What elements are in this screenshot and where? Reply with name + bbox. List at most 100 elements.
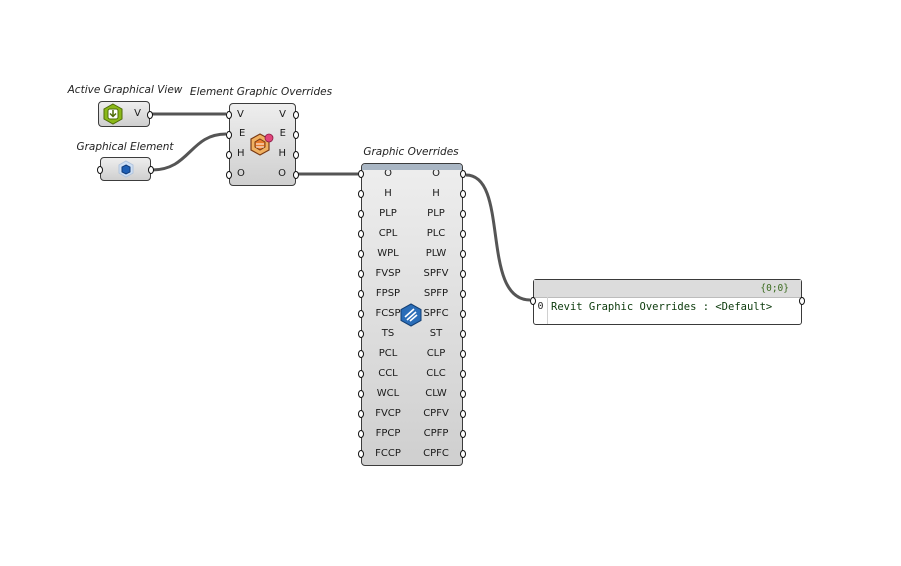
graphic-overrides-input-pin[interactable] bbox=[358, 350, 364, 358]
graphic-overrides-input-label: FVSP bbox=[375, 268, 401, 279]
graphic-overrides-input-pin[interactable] bbox=[358, 190, 364, 198]
graphic-overrides-output-label: PLC bbox=[426, 228, 446, 239]
graphic-overrides-input-pin[interactable] bbox=[358, 370, 364, 378]
active-view-component[interactable]: V bbox=[98, 101, 153, 127]
panel-index: 0 bbox=[534, 297, 548, 324]
graphic-overrides-output-pin[interactable] bbox=[460, 290, 466, 298]
graphic-overrides-output-label: ST bbox=[429, 328, 443, 339]
element-overrides-output-pin-h[interactable] bbox=[293, 151, 299, 159]
graphic-overrides-input-pin[interactable] bbox=[358, 170, 364, 178]
graphic-overrides-input-label: O bbox=[384, 168, 392, 179]
graphic-overrides-output-label: CPFV bbox=[423, 408, 449, 419]
graphic-overrides-input-pin[interactable] bbox=[358, 450, 364, 458]
graphic-overrides-output-pin[interactable] bbox=[460, 330, 466, 338]
graphic-overrides-input-label: CCL bbox=[378, 368, 398, 379]
graphic-overrides-input-pin[interactable] bbox=[358, 410, 364, 418]
graphical-element-input-pin[interactable] bbox=[97, 166, 103, 174]
panel-header: {0;0} bbox=[534, 280, 801, 298]
graphic-overrides-output-pin[interactable] bbox=[460, 250, 466, 258]
element-overrides-output-label-h: H bbox=[278, 148, 286, 159]
element-overrides-output-label-o: O bbox=[278, 168, 286, 179]
graphical-element-label: Graphical Element bbox=[76, 141, 174, 153]
graphic-overrides-input-pin[interactable] bbox=[358, 290, 364, 298]
graphic-overrides-input-label: PLP bbox=[379, 208, 397, 219]
element-overrides-input-label-v: V bbox=[237, 109, 244, 120]
graphic-overrides-output-pin[interactable] bbox=[460, 190, 466, 198]
graphic-overrides-input-label: FPCP bbox=[375, 428, 401, 439]
graphic-overrides-output-label: SPFV bbox=[423, 268, 449, 279]
graphic-overrides-input-label: TS bbox=[381, 328, 395, 339]
graphic-overrides-input-pin[interactable] bbox=[358, 250, 364, 258]
element-cube-icon bbox=[118, 160, 134, 178]
graphic-overrides-output-label: SPFP bbox=[423, 288, 449, 299]
graphic-overrides-output-label: CLC bbox=[426, 368, 446, 379]
element-overrides-output-label-v: V bbox=[279, 109, 286, 120]
graphic-overrides-output-pin[interactable] bbox=[460, 310, 466, 318]
graphic-overrides-icon bbox=[400, 303, 422, 327]
graphic-overrides-output-label: CPFP bbox=[423, 428, 449, 439]
graphic-overrides-input-label: FCSP bbox=[375, 308, 401, 319]
graphical-element-component[interactable] bbox=[97, 157, 154, 181]
active-view-output-pin[interactable] bbox=[147, 111, 153, 119]
element-overrides-label: Element Graphic Overrides bbox=[189, 86, 333, 98]
graphic-overrides-input-label: H bbox=[384, 188, 392, 199]
output-panel[interactable]: {0;0} 0 Revit Graphic Overrides : <Defau… bbox=[530, 279, 805, 325]
graphic-overrides-output-label: CLW bbox=[425, 388, 447, 399]
graphic-overrides-output-pin[interactable] bbox=[460, 370, 466, 378]
graphic-overrides-input-pin[interactable] bbox=[358, 330, 364, 338]
graphic-overrides-input-pin[interactable] bbox=[358, 270, 364, 278]
panel-output-pin[interactable] bbox=[799, 297, 805, 305]
element-overrides-output-pin-o[interactable] bbox=[293, 171, 299, 179]
graphic-overrides-input-label: CPL bbox=[378, 228, 398, 239]
element-overrides-output-pin-v[interactable] bbox=[293, 111, 299, 119]
element-overrides-input-pin-v[interactable] bbox=[226, 111, 232, 119]
element-overrides-input-pin-e[interactable] bbox=[226, 131, 232, 139]
graphic-overrides-output-pin[interactable] bbox=[460, 450, 466, 458]
graphic-overrides-output-pin[interactable] bbox=[460, 410, 466, 418]
panel-input-pin[interactable] bbox=[530, 297, 536, 305]
graphic-overrides-output-label: H bbox=[432, 188, 440, 199]
panel-data-path: {0;0} bbox=[760, 283, 789, 294]
graphical-element-output-pin[interactable] bbox=[148, 166, 154, 174]
graphic-overrides-input-pin[interactable] bbox=[358, 210, 364, 218]
graphic-overrides-output-label: CPFC bbox=[423, 448, 449, 459]
graphic-overrides-input-pin[interactable] bbox=[358, 310, 364, 318]
graphic-overrides-output-label: PLW bbox=[425, 248, 447, 259]
element-overrides-input-pin-o[interactable] bbox=[226, 171, 232, 179]
graphic-overrides-output-pin[interactable] bbox=[460, 170, 466, 178]
graphic-overrides-input-label: FPSP bbox=[375, 288, 401, 299]
graphic-overrides-output-pin[interactable] bbox=[460, 230, 466, 238]
graphic-overrides-output-label: CLP bbox=[426, 348, 446, 359]
element-overrides-component[interactable]: V E H O V E H O bbox=[226, 103, 299, 186]
graphic-overrides-output-label: SPFC bbox=[423, 308, 449, 319]
graphic-overrides-output-pin[interactable] bbox=[460, 350, 466, 358]
element-overrides-output-label-e: E bbox=[279, 128, 286, 139]
graphic-overrides-header-strip bbox=[362, 164, 462, 170]
graphic-overrides-output-pin[interactable] bbox=[460, 210, 466, 218]
graphic-overrides-label: Graphic Overrides bbox=[363, 146, 459, 158]
graphic-overrides-input-pin[interactable] bbox=[358, 430, 364, 438]
wire-element-to-overrides bbox=[151, 132, 227, 172]
graphic-overrides-output-label: PLP bbox=[427, 208, 445, 219]
panel-value: Revit Graphic Overrides : <Default> bbox=[551, 301, 773, 313]
element-overrides-icon bbox=[250, 133, 274, 156]
element-overrides-output-pin-e[interactable] bbox=[293, 131, 299, 139]
graphic-overrides-output-pin[interactable] bbox=[460, 430, 466, 438]
element-overrides-input-label-o: O bbox=[237, 168, 245, 179]
element-overrides-input-label-h: H bbox=[237, 148, 245, 159]
graphic-overrides-input-pin[interactable] bbox=[358, 230, 364, 238]
active-view-output-label: V bbox=[134, 108, 141, 119]
view-download-icon bbox=[103, 103, 123, 125]
graphic-overrides-input-label: FCCP bbox=[375, 448, 401, 459]
graphic-overrides-input-label: PCL bbox=[378, 348, 398, 359]
element-overrides-input-pin-h[interactable] bbox=[226, 151, 232, 159]
active-view-label: Active Graphical View bbox=[67, 84, 183, 96]
graphic-overrides-output-pin[interactable] bbox=[460, 270, 466, 278]
graphic-overrides-input-label: FVCP bbox=[375, 408, 401, 419]
graphic-overrides-output-pin[interactable] bbox=[460, 390, 466, 398]
graphic-overrides-input-pin[interactable] bbox=[358, 390, 364, 398]
graphic-overrides-input-label: WPL bbox=[377, 248, 399, 259]
wire-graphic-to-panel bbox=[465, 173, 531, 302]
